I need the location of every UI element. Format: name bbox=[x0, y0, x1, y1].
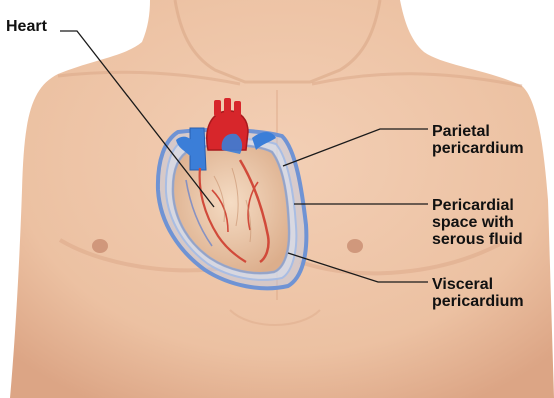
label-visceral-pericardium: Visceral pericardium bbox=[432, 276, 524, 310]
label-pericardial-space: Pericardial space with serous fluid bbox=[432, 197, 523, 248]
label-parietal-line-1: Parietal bbox=[432, 123, 524, 140]
label-space-line-3: serous fluid bbox=[432, 231, 523, 248]
label-space-line-2: space with bbox=[432, 214, 523, 231]
nipple-left bbox=[92, 239, 108, 253]
label-parietal-pericardium: Parietal pericardium bbox=[432, 123, 524, 157]
label-heart-text: Heart bbox=[6, 18, 47, 35]
label-visceral-line-1: Visceral bbox=[432, 276, 524, 293]
label-parietal-line-2: pericardium bbox=[432, 140, 524, 157]
label-space-line-1: Pericardial bbox=[432, 197, 523, 214]
nipple-right bbox=[347, 239, 363, 253]
label-heart: Heart bbox=[6, 18, 47, 35]
aorta-branch-1 bbox=[214, 100, 221, 116]
aorta-branch-3 bbox=[234, 101, 241, 117]
aorta-branch-2 bbox=[224, 98, 231, 114]
label-visceral-line-2: pericardium bbox=[432, 293, 524, 310]
